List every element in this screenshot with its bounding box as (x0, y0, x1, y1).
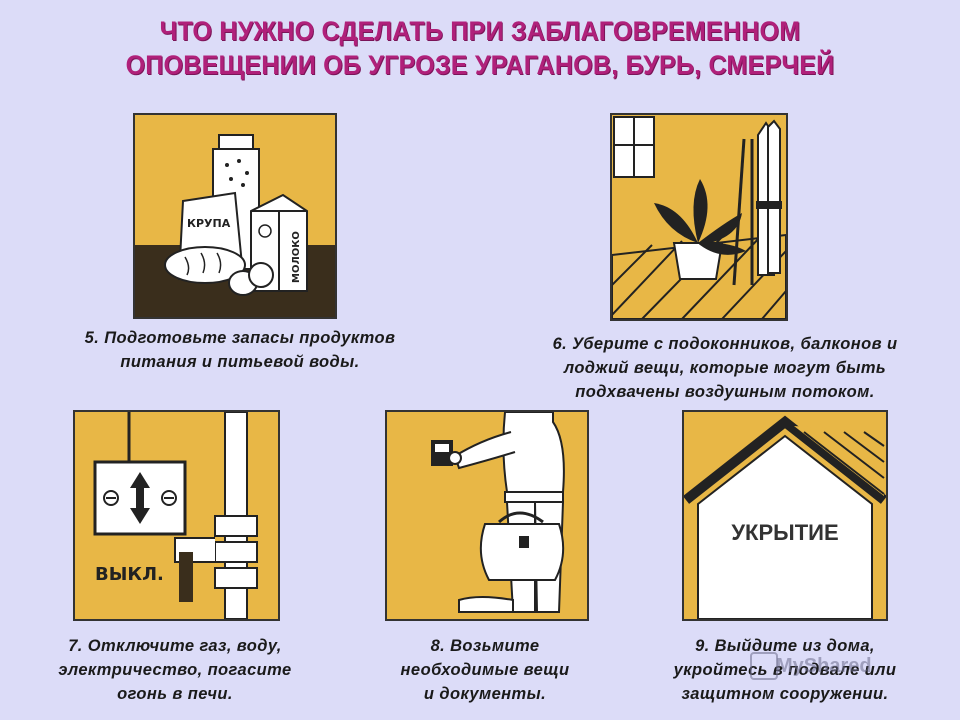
panel-windowsill (610, 113, 788, 321)
potted-plant-icon (654, 179, 746, 280)
shelter-roof-icon (684, 415, 886, 504)
caption-9: 9. Выйдите из дома, укройтесь в подвале … (673, 637, 897, 703)
panel-shelter: УКРЫТИЕ (682, 410, 888, 621)
watermark: MyShared (776, 655, 872, 677)
power-switch-icon (93, 460, 187, 536)
bread-icon (164, 246, 246, 284)
shelter-house-icon (697, 434, 873, 619)
caption-8: 8. Возьмите необходимые вещи и документы… (400, 637, 570, 703)
document-icon (431, 440, 462, 466)
caption-6: 6. Уберите с подоконников, балконов и ло… (552, 335, 898, 401)
skis-icon (732, 119, 782, 286)
handbag-icon (479, 511, 565, 581)
title-line-1: ЧТО НУЖНО СДЕЛАТЬ ПРИ ЗАБЛАГОВРЕМЕННОМ (159, 16, 801, 46)
panel-food-supplies: КРУПА МОЛОКО (133, 113, 337, 319)
panel-take-documents (385, 410, 589, 621)
page-title: ЧТО НУЖНО СДЕЛАТЬ ПРИ ЗАБЛАГОВРЕМЕННОМ О… (34, 14, 927, 82)
title-line-2: ОПОВЕЩЕНИИ ОБ УГРОЗЕ УРАГАНОВ, БУРЬ, СМЕ… (125, 50, 835, 80)
shelter-label: УКРЫТИЕ (731, 520, 838, 545)
panel-utilities-off: ВЫКЛ. (73, 410, 280, 621)
pipe-icon (174, 412, 258, 619)
caption-5: 5. Подготовьте запасы продуктов питания … (84, 329, 396, 371)
caption-7: 7. Отключите газ, воду, электричество, п… (58, 637, 292, 703)
bag-label: КРУПА (187, 217, 231, 230)
carton-label: МОЛОКО (291, 231, 302, 283)
window-icon (613, 116, 655, 178)
switch-off-label: ВЫКЛ. (95, 564, 164, 585)
watermark-logo-icon (750, 652, 778, 680)
